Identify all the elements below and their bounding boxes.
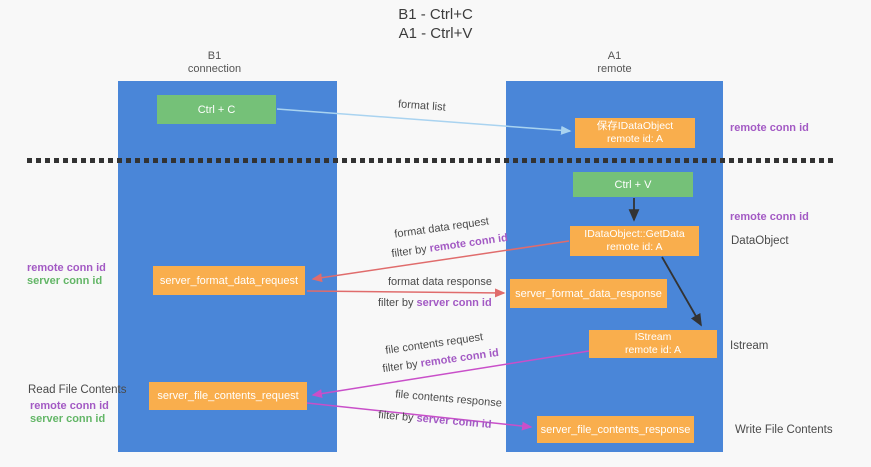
filter-prefix: filter by xyxy=(377,409,418,425)
box-ctrl-v: Ctrl + V xyxy=(573,172,693,197)
box-idataobject-getdata-line2: remote id: A xyxy=(606,241,663,253)
label-remote-conn-id-top: remote conn id xyxy=(730,122,809,134)
lane-header-a1: A1 remote xyxy=(506,50,723,76)
filter-keyword-remote-conn-id: remote conn id xyxy=(428,231,509,255)
box-server-format-data-response-label: server_format_data_response xyxy=(515,287,662,300)
box-save-idataobject-line2: remote id: A xyxy=(606,133,664,145)
box-istream: IStream remote id: A xyxy=(589,330,717,358)
box-ctrl-v-label: Ctrl + V xyxy=(614,178,652,191)
lane-a1-title: A1 xyxy=(607,50,622,62)
label-format-data-response: format data response xyxy=(388,276,492,288)
filter-prefix: filter by xyxy=(390,242,431,261)
title-line-2: A1 - Ctrl+V xyxy=(398,25,473,42)
box-server-format-data-request-label: server_format_data_request xyxy=(159,274,299,287)
box-server-format-data-request: server_format_data_request xyxy=(153,266,305,295)
box-server-format-data-response: server_format_data_response xyxy=(510,279,667,308)
lane-a1-subtitle: remote xyxy=(597,63,632,75)
label-server-conn-id-left-bottom: server conn id xyxy=(30,413,106,425)
lane-b1-title: B1 xyxy=(207,50,222,62)
label-write-file-contents: Write File Contents xyxy=(735,424,833,436)
label-filter-by-server-conn-id-2: filter by server conn id xyxy=(378,409,492,431)
box-server-file-contents-response-label: server_file_contents_response xyxy=(540,423,691,436)
label-dataobject: DataObject xyxy=(731,235,789,247)
box-server-file-contents-request: server_file_contents_request xyxy=(149,382,307,410)
label-remote-conn-id-mid: remote conn id xyxy=(730,211,809,223)
lane-header-b1: B1 connection xyxy=(107,50,322,76)
box-ctrl-c: Ctrl + C xyxy=(157,95,276,124)
label-remote-conn-id-left-bottom: remote conn id xyxy=(30,400,109,412)
label-filter-by-server-conn-id-1: filter by server conn id xyxy=(378,297,492,309)
box-server-file-contents-response: server_file_contents_response xyxy=(537,416,694,443)
filter-keyword-server-conn-id: server conn id xyxy=(416,412,493,431)
filter-prefix: filter by xyxy=(381,357,422,376)
lane-b1-subtitle: connection xyxy=(187,63,242,75)
label-read-file-contents: Read File Contents xyxy=(28,384,127,396)
box-server-file-contents-request-label: server_file_contents_request xyxy=(157,390,299,402)
label-file-contents-response: file contents response xyxy=(394,388,503,410)
left-mid-conn-ids: remote conn id server conn id xyxy=(27,262,106,288)
box-istream-line2: remote id: A xyxy=(624,344,682,356)
box-save-idataobject: 保存IDataObject remote id: A xyxy=(575,118,695,148)
title-line-1: B1 - Ctrl+C xyxy=(398,6,473,23)
label-remote-conn-id-left-mid: remote conn id xyxy=(27,262,106,274)
label-istream: Istream xyxy=(730,340,769,352)
box-save-idataobject-line1: 保存IDataObject xyxy=(596,120,674,132)
label-format-list: format list xyxy=(397,98,447,114)
box-ctrl-c-label: Ctrl + C xyxy=(197,103,236,116)
box-istream-line1: IStream xyxy=(634,331,672,343)
filter-keyword-server-conn-id: server conn id xyxy=(416,297,492,309)
box-idataobject-getdata: IDataObject::GetData remote id: A xyxy=(570,226,699,256)
label-server-conn-id-left-mid: server conn id xyxy=(27,275,103,287)
filter-prefix: filter by xyxy=(378,297,417,309)
diagram-title: B1 - Ctrl+C A1 - Ctrl+V xyxy=(0,5,871,43)
left-bottom-conn-ids: remote conn id server conn id xyxy=(30,400,109,426)
dashed-separator-line xyxy=(27,158,833,163)
box-idataobject-getdata-line1: IDataObject::GetData xyxy=(584,228,685,240)
